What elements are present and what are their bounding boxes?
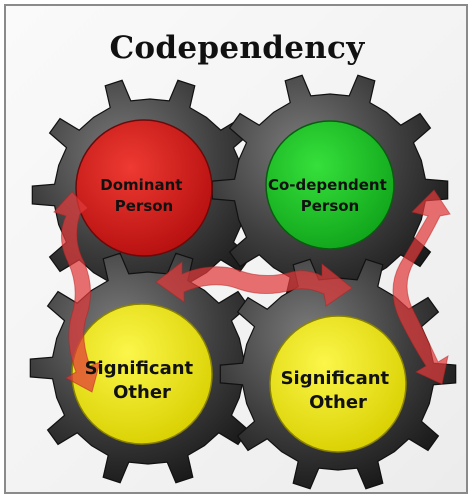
svg-text:Dominant Person: Dominant Person — [100, 176, 187, 215]
center-double-arrow — [155, 260, 353, 307]
significant-other-left-label-line1: Significant — [85, 358, 194, 379]
dominant-person-node — [75, 119, 213, 257]
right-double-arrow — [392, 189, 451, 385]
dominant-person-label-line2: Person — [115, 197, 173, 215]
codependent-person-node — [265, 120, 395, 250]
significant-other-right-node — [269, 315, 407, 453]
codependent-person-label-line2: Person — [301, 197, 359, 215]
dominant-person-label-line1: Dominant — [100, 176, 182, 194]
left-double-arrow — [53, 191, 101, 393]
significant-other-right-label-line2: Other — [309, 392, 367, 413]
svg-text:Co-dependent Person: Co-dependent Person — [268, 176, 392, 215]
diagram-title: Codependency — [109, 30, 365, 66]
significant-other-left-label-line2: Other — [113, 382, 171, 403]
codependent-person-label-line1: Co-dependent — [268, 176, 387, 194]
svg-text:Significant Other: Significant Other — [281, 368, 396, 413]
svg-text:Significant Other: Significant Other — [85, 358, 200, 403]
significant-other-right-label-line1: Significant — [281, 368, 390, 389]
